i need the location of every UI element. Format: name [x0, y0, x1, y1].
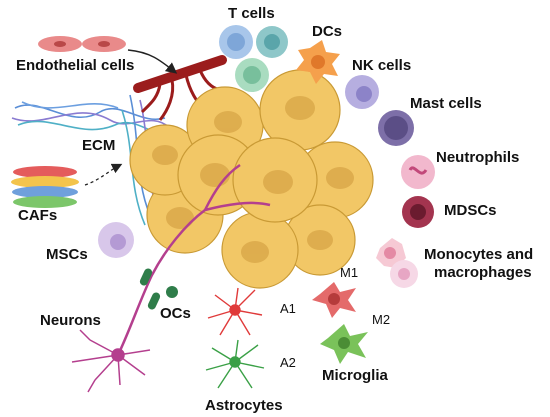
neutrophil-cell [401, 155, 435, 189]
label-dcs: DCs [312, 23, 343, 40]
mdsc-cell [402, 196, 434, 228]
label-m2: M2 [372, 312, 391, 327]
nk-cell [345, 75, 379, 109]
blood-vessel [133, 55, 227, 121]
microglia-m1 [312, 282, 356, 318]
label-mdscs: MDSCs [444, 202, 497, 219]
tumor-nuclei [152, 96, 354, 263]
dc-cell [296, 40, 340, 84]
astrocyte-a2 [205, 339, 265, 389]
label-neurons: Neurons [40, 312, 101, 329]
oc-cells [139, 268, 178, 310]
label-nk-cells: NK cells [352, 57, 412, 74]
monocyte-macrophage-cells [376, 238, 418, 288]
microglia-m2 [320, 324, 368, 364]
caf-cells [11, 166, 79, 208]
label-monocytes-line2: macrophages [434, 264, 532, 281]
label-t-cells: T cells [228, 5, 275, 22]
neuron-cell [71, 329, 151, 393]
label-cafs: CAFs [18, 207, 58, 224]
label-m1: M1 [340, 265, 359, 280]
label-microglia: Microglia [322, 367, 388, 384]
label-a2: A2 [280, 355, 296, 370]
label-a1: A1 [280, 301, 296, 316]
label-neutrophils: Neutrophils [436, 149, 520, 166]
label-ecm: ECM [82, 137, 116, 154]
label-astrocytes: Astrocytes [205, 397, 283, 414]
label-mast-cells: Mast cells [410, 95, 482, 112]
caf-arrow [84, 163, 123, 186]
t-cells [219, 25, 288, 92]
mast-cell [378, 110, 414, 146]
msc-cell [98, 222, 134, 258]
label-endothelial-cells: Endothelial cells [16, 57, 135, 74]
endothelial-cells [38, 36, 126, 52]
endothelial-arrow [127, 49, 178, 74]
label-mscs: MSCs [46, 246, 88, 263]
astrocyte-a1 [207, 287, 263, 336]
label-monocytes-line1: Monocytes and [424, 246, 534, 263]
label-ocs: OCs [160, 305, 191, 322]
neuron-axon [116, 163, 271, 356]
